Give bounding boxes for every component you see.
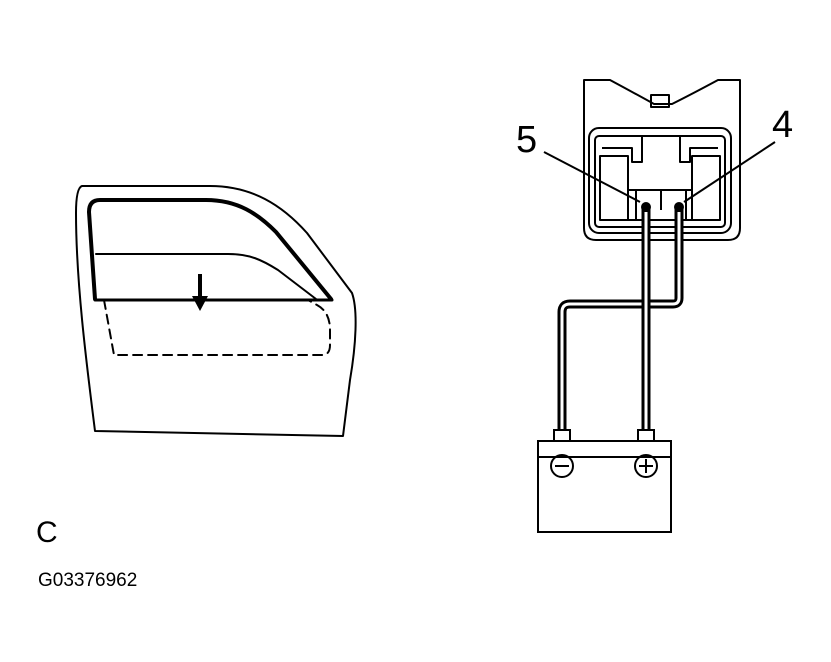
pin-label-5: 5 bbox=[516, 119, 537, 161]
window-frame bbox=[87, 198, 333, 301]
wire-terminal-4-to-negative bbox=[557, 207, 684, 436]
connector-housing bbox=[583, 79, 741, 241]
door-outer-outline bbox=[75, 185, 357, 437]
view-letter: C bbox=[36, 516, 58, 549]
window-glass-hidden bbox=[103, 299, 331, 356]
leader-line-4 bbox=[683, 141, 776, 203]
window-glass-top bbox=[95, 253, 317, 300]
leader-line-5 bbox=[543, 151, 641, 203]
battery-negative-post bbox=[553, 429, 571, 442]
figure-code: G03376962 bbox=[38, 570, 137, 591]
connector-cavity bbox=[602, 136, 643, 163]
minus-in-circle-icon bbox=[550, 454, 574, 478]
down-arrow-icon bbox=[192, 274, 208, 311]
plus-in-circle-icon bbox=[634, 454, 658, 478]
pin-label-4: 4 bbox=[772, 104, 793, 146]
door bbox=[75, 185, 357, 437]
battery-case bbox=[537, 440, 672, 533]
connector-inner-frame bbox=[588, 127, 732, 234]
battery-positive-post bbox=[637, 429, 655, 442]
battery bbox=[537, 429, 672, 533]
wires bbox=[557, 207, 684, 436]
motor-connector bbox=[583, 79, 741, 241]
connector-lock-tab bbox=[650, 94, 670, 108]
